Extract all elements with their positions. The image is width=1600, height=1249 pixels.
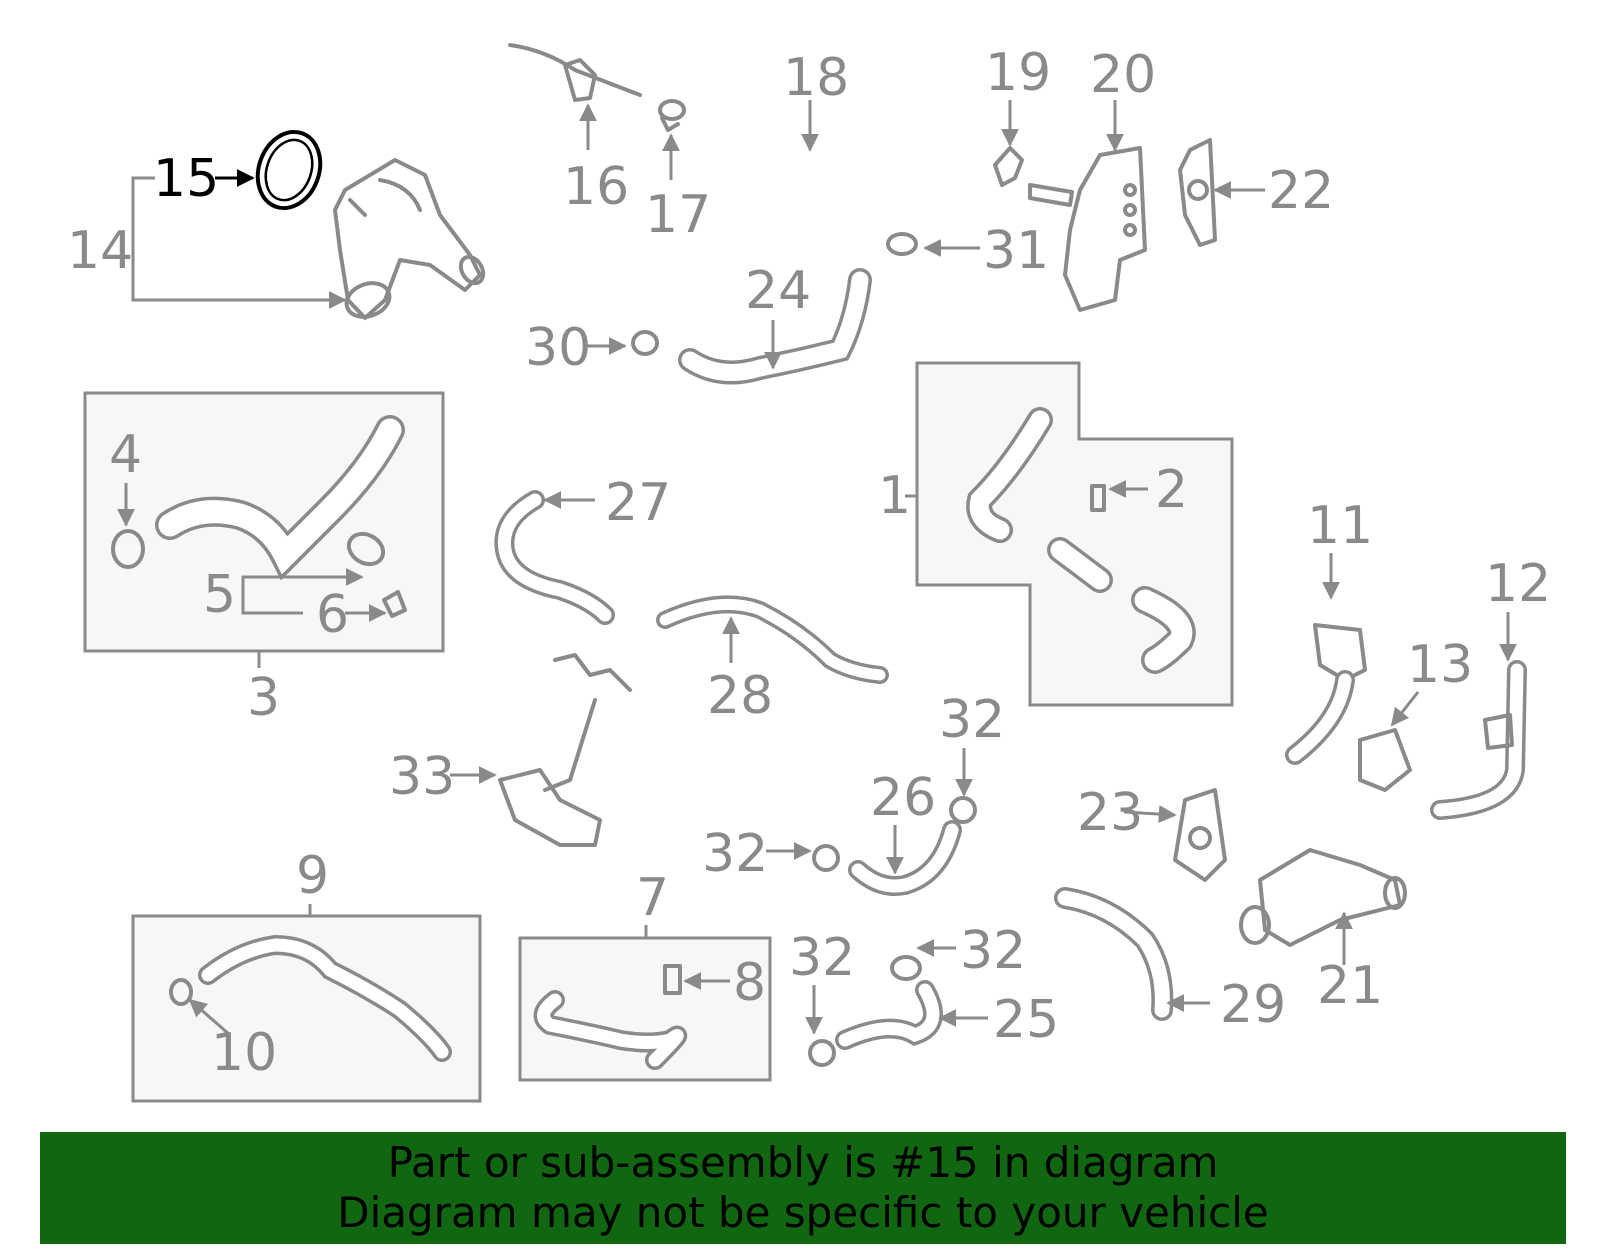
callout-30: 30	[525, 318, 591, 378]
part-3-hose[interactable]	[155, 415, 405, 581]
callout-31: 31	[983, 221, 1049, 281]
part-17-clamp[interactable]	[658, 99, 686, 132]
banner-line-1: Part or sub-assembly is #15 in diagram	[387, 1138, 1219, 1187]
callout-32-a: 32	[939, 690, 1005, 750]
callout-32-b: 32	[702, 824, 768, 884]
part-32-clamp-c[interactable]	[890, 955, 922, 981]
callout-32-c: 32	[960, 921, 1026, 981]
callout-32-d: 32	[789, 928, 855, 988]
part-14-water-outlet[interactable]	[333, 158, 488, 323]
callout-20: 20	[1090, 45, 1156, 105]
part-9-hose[interactable]	[198, 934, 452, 1062]
box-assembly-7	[518, 936, 772, 1082]
callout-9: 9	[296, 846, 329, 906]
callout-29: 29	[1220, 975, 1286, 1035]
part-23-gasket[interactable]	[1173, 788, 1227, 882]
callout-26: 26	[870, 768, 936, 828]
part-16-bracket-pipe[interactable]	[508, 43, 642, 102]
callout-27: 27	[605, 473, 671, 533]
callout-22: 22	[1268, 161, 1334, 221]
callout-13: 13	[1407, 635, 1473, 695]
part-32-clamp-b[interactable]	[812, 844, 840, 872]
callout-24: 24	[745, 261, 811, 321]
part-8-clip[interactable]	[663, 964, 682, 995]
callout-17: 17	[645, 185, 711, 245]
callout-14: 14	[67, 221, 133, 281]
part-1-hose-assy[interactable]	[966, 407, 1196, 674]
callout-2: 2	[1155, 460, 1188, 520]
part-6-fitting[interactable]	[382, 590, 407, 618]
callout-7: 7	[636, 868, 669, 928]
part-18-hose[interactable]	[718, 123, 965, 175]
part-27-hose[interactable]	[494, 490, 615, 625]
part-7-hose[interactable]	[533, 990, 688, 1070]
part-32-clamp-d[interactable]	[808, 1039, 836, 1067]
callout-33: 33	[389, 747, 455, 807]
part-29-hose[interactable]	[1054, 887, 1174, 1021]
callout-5: 5	[203, 565, 236, 625]
callout-6: 6	[316, 585, 349, 645]
callout-16: 16	[563, 157, 629, 217]
callout-11: 11	[1307, 496, 1373, 556]
part-19-sensor[interactable]	[993, 146, 1024, 187]
part-4-clamp[interactable]	[111, 529, 145, 569]
callout-12: 12	[1485, 554, 1551, 614]
callout-18: 18	[783, 48, 849, 108]
callout-labels: 1 2 3 4 5 6 7 8 9 10 11 12 13 14 15 16 1…	[67, 43, 1551, 1083]
part-10-clamp[interactable]	[169, 978, 193, 1006]
part-32-clamp-a[interactable]	[949, 796, 977, 824]
part-5-clamp[interactable]	[343, 528, 388, 570]
part-31-clamp[interactable]	[886, 232, 918, 256]
callout-28: 28	[707, 666, 773, 726]
part-11-water-pump[interactable]	[1285, 623, 1367, 765]
info-banner: Part or sub-assembly is #15 in diagram D…	[40, 1132, 1566, 1244]
part-13-bracket[interactable]	[1358, 728, 1412, 792]
callout-19: 19	[985, 43, 1051, 103]
callout-3: 3	[247, 668, 280, 728]
part-22-gasket[interactable]	[1178, 138, 1217, 247]
part-30-clamp[interactable]	[631, 330, 659, 356]
banner-line-2: Diagram may not be specific to your vehi…	[337, 1188, 1269, 1237]
part-12-pipe[interactable]	[1430, 660, 1527, 820]
callout-25: 25	[993, 990, 1059, 1050]
part-24-hose[interactable]	[678, 268, 872, 385]
callout-21: 21	[1317, 956, 1383, 1016]
part-26-hose[interactable]	[848, 820, 962, 896]
part-21-thermostat-housing[interactable]	[1239, 848, 1407, 947]
callout-10: 10	[211, 1023, 277, 1083]
part-33-bracket-pipe[interactable]	[498, 653, 632, 847]
part-15-o-ring[interactable]	[247, 123, 330, 217]
part-25-hose[interactable]	[835, 980, 943, 1050]
callout-8: 8	[733, 953, 766, 1013]
callout-1: 1	[878, 466, 911, 526]
part-20-control-valve[interactable]	[1028, 146, 1147, 312]
callout-15: 15	[153, 149, 219, 209]
part-2-sensor[interactable]	[1090, 484, 1106, 512]
part-28-hose[interactable]	[656, 595, 889, 684]
leader-lines	[117, 100, 1517, 1037]
callout-23: 23	[1077, 783, 1143, 843]
callout-4: 4	[109, 425, 142, 485]
